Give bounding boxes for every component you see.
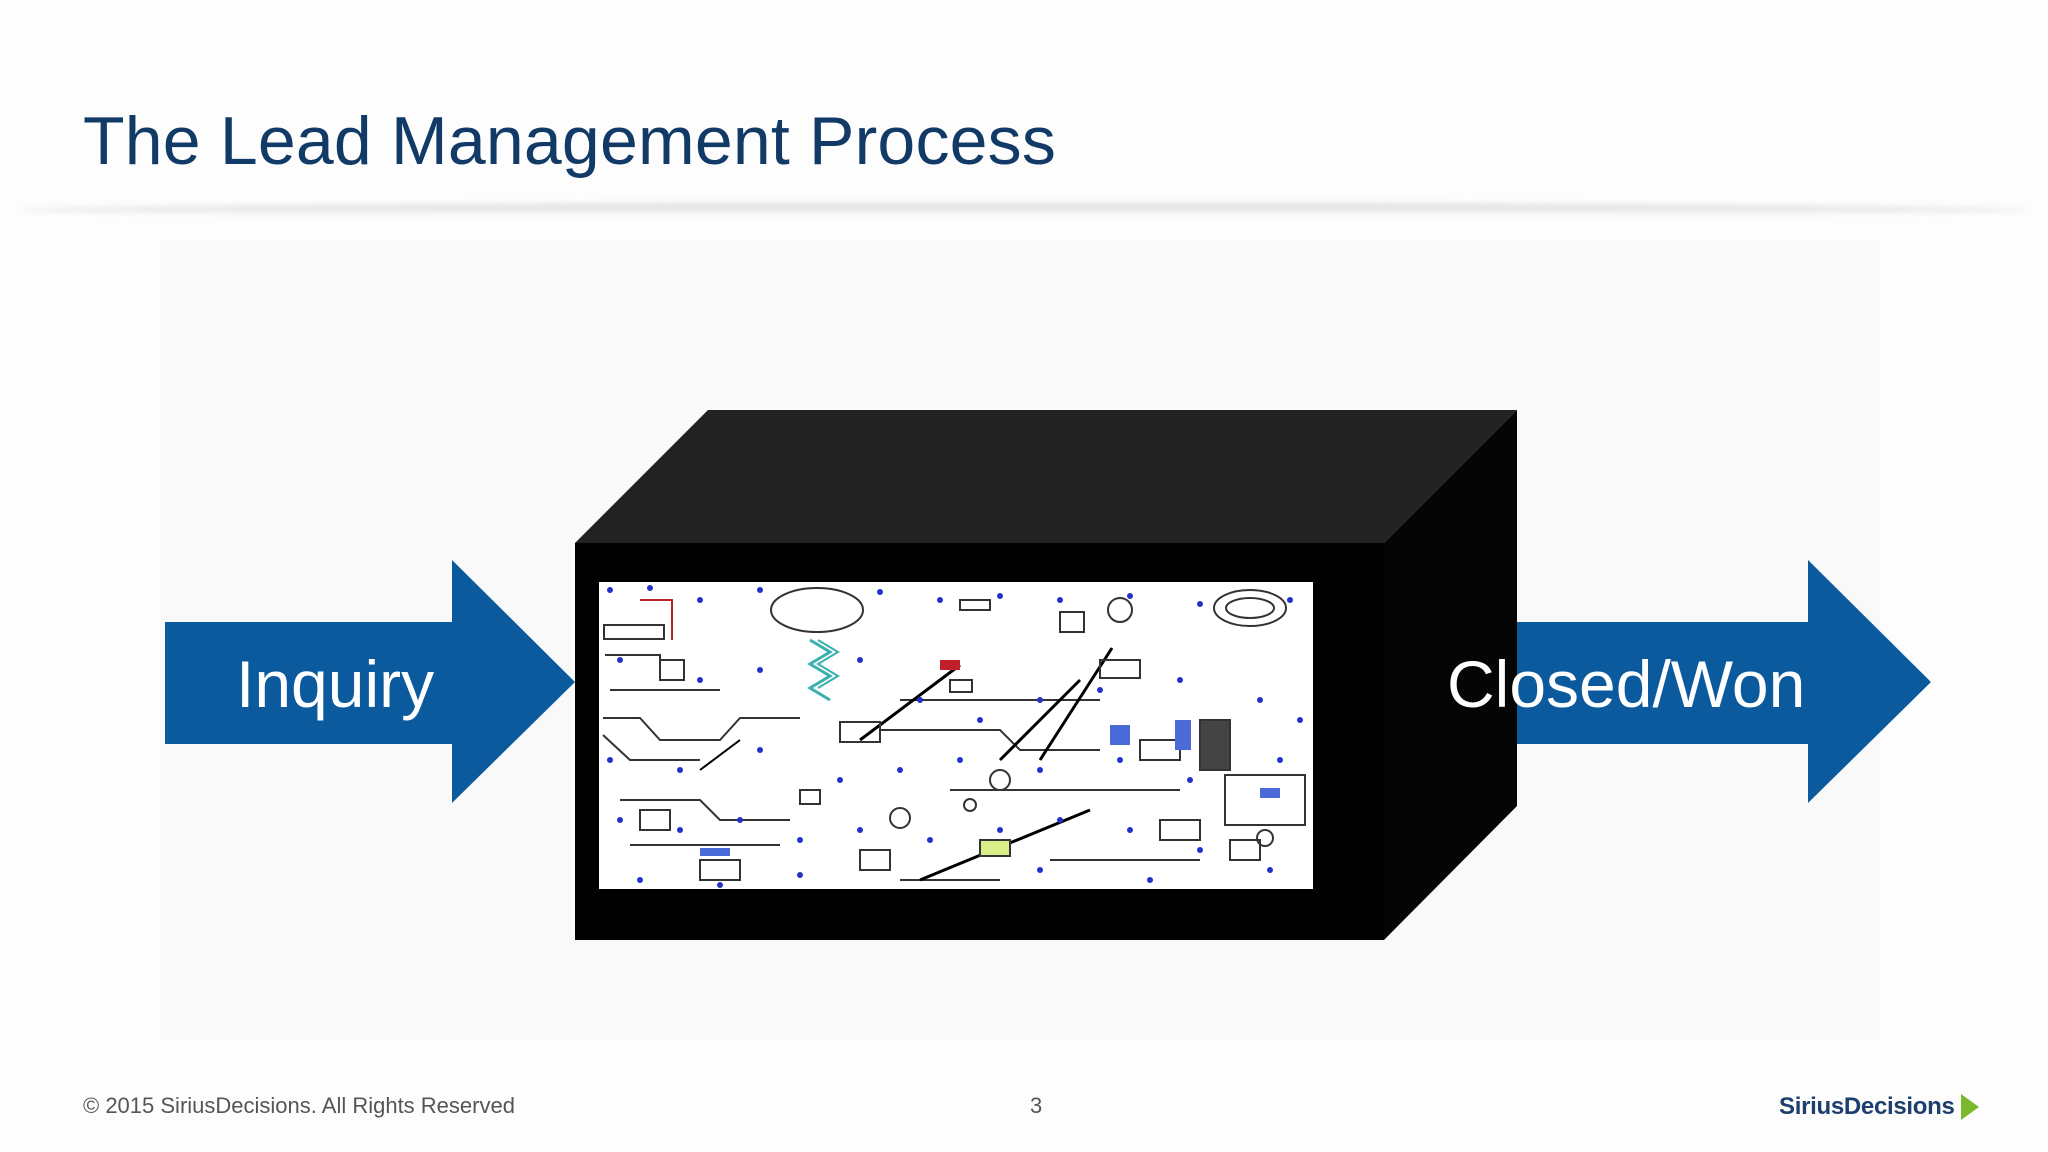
page-number: 3: [1030, 1093, 1043, 1118]
copyright-text: © 2015 SiriusDecisions. All Rights Reser…: [83, 1093, 515, 1118]
process-map-image: [599, 582, 1313, 889]
siriusdecisions-logo: SiriusDecisions: [1779, 1090, 1981, 1124]
logo-text: SiriusDecisions: [1779, 1093, 1955, 1120]
black-box-top-face: [575, 410, 1517, 543]
closed-won-arrow: [1395, 560, 1931, 803]
chevron-right-icon: [1960, 1094, 1979, 1120]
closed-won-label: Closed/Won: [1447, 647, 1806, 721]
inquiry-arrow: [165, 560, 575, 803]
inquiry-label: Inquiry: [236, 647, 435, 721]
black-box-side-face: [1384, 410, 1517, 940]
title-divider: [20, 203, 2028, 217]
slide-title: The Lead Management Process: [83, 103, 1057, 179]
